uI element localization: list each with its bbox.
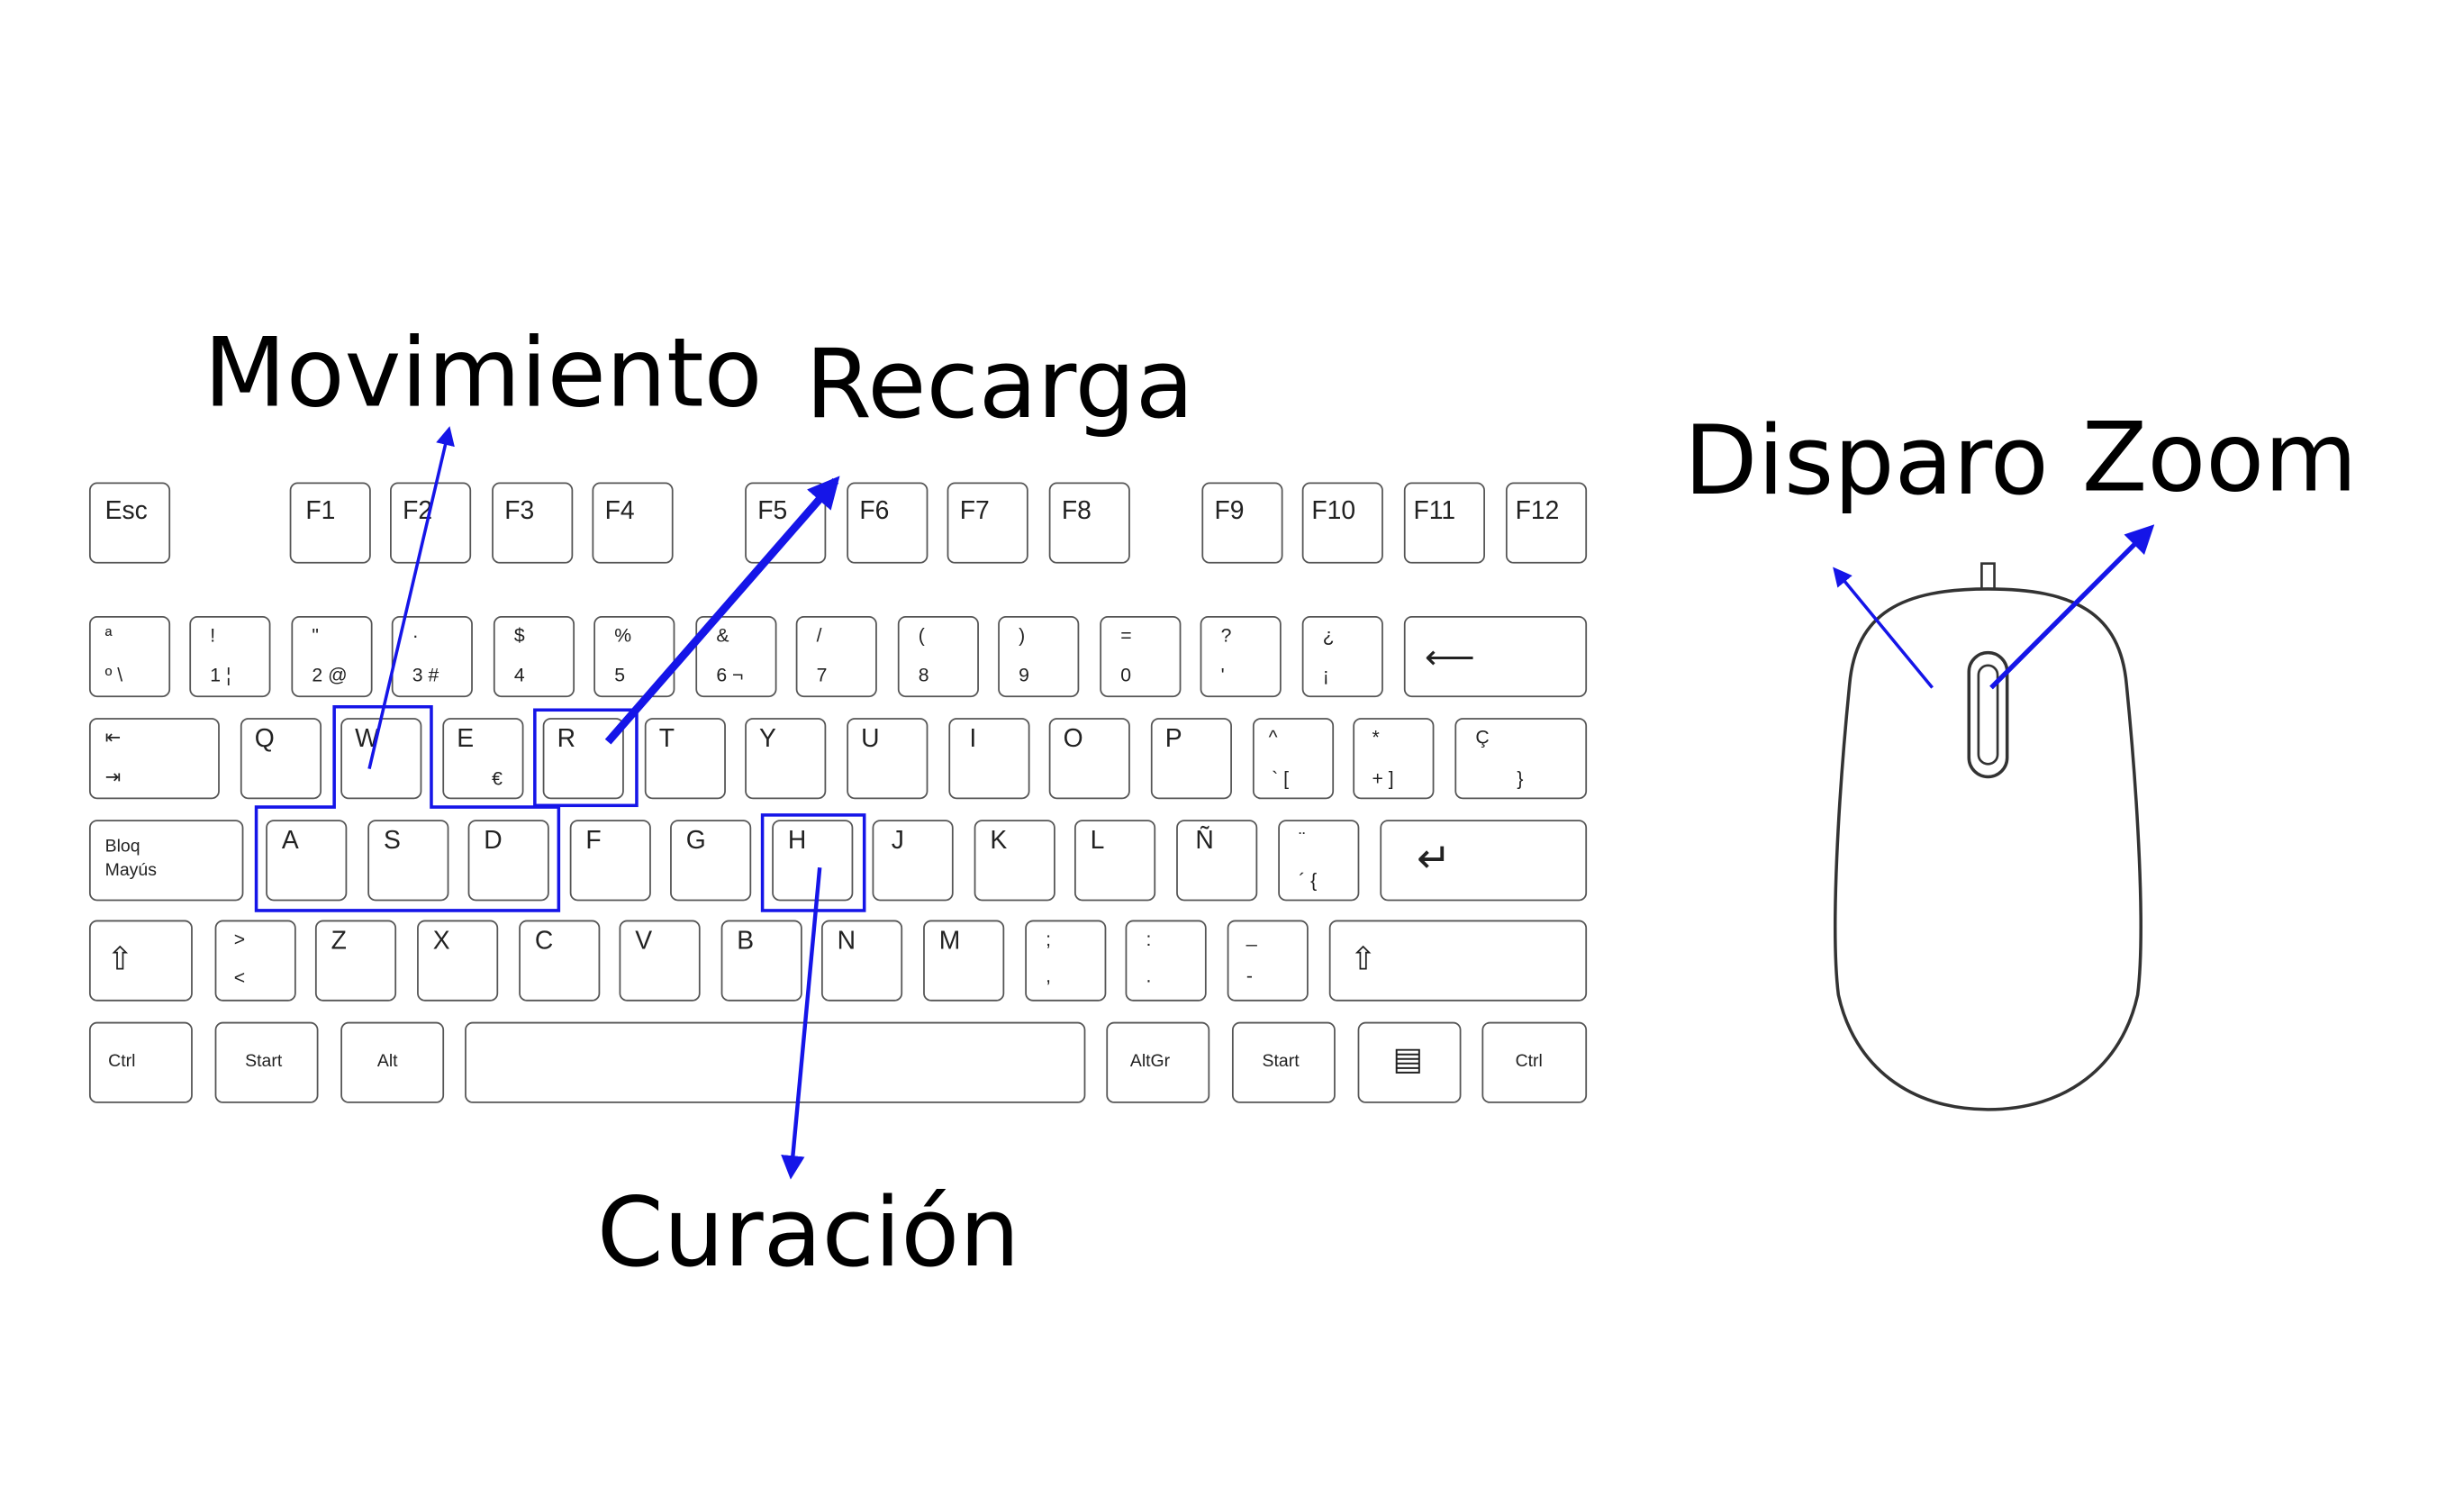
key-f9: F9 [1201,482,1283,564]
arrow-movimiento [367,426,455,770]
key-g: G [670,820,752,902]
key-s: S [367,820,449,902]
key-c-cedilla: Ç} [1454,718,1588,800]
key-shift-left: ⇧ [88,920,193,1002]
key-f7: F7 [947,482,1028,564]
key-comma: ;, [1025,920,1107,1002]
key-f6: F6 [847,482,929,564]
mouse-body [1834,587,2142,1111]
label-recarga: Recarga [805,329,1194,441]
key-backspace: ⟵ [1403,615,1588,698]
key-period: :. [1125,920,1207,1002]
key-less-than: >< [214,920,296,1002]
arrow-recarga [604,476,840,745]
key-n: N [820,920,903,1002]
key-minus: _- [1227,920,1309,1002]
key-f11: F11 [1403,482,1485,564]
key-7: /7 [795,615,877,698]
key-x: X [417,920,499,1002]
highlight-wasd [254,704,561,912]
key-f12: F12 [1505,482,1588,564]
key-w: W [340,718,422,800]
mouse [1834,562,2142,1111]
key-a: A [266,820,348,902]
key-esc: Esc [88,482,171,564]
key-9: )9 [998,615,1080,698]
key-r: R [542,718,624,800]
key-start-right: Start [1231,1021,1336,1103]
key-j: J [872,820,954,902]
key-y: Y [745,718,827,800]
key-8: (8 [897,615,979,698]
key-caps-lock: Bloq Mayús [88,820,244,902]
arrow-zoom [1989,524,2155,690]
key-grave: ^` [ [1252,718,1335,800]
label-zoom: Zoom [2081,403,2358,514]
key-e: E€ [442,718,524,800]
menu-icon: ▤ [1392,1042,1423,1078]
key-c: C [519,920,601,1002]
key-1: !1 ¦ [189,615,271,698]
key-z: Z [314,920,397,1002]
key-f1: F1 [289,482,371,564]
highlight-h-key [760,813,866,912]
key-p: P [1150,718,1232,800]
key-h: H [772,820,854,902]
key-3: ·3 # [391,615,473,698]
key-4: $4 [493,615,575,698]
key-ctrl-left: Ctrl [88,1021,193,1103]
highlight-r-key [533,708,639,808]
key-alt: Alt [340,1021,445,1103]
key-f8: F8 [1048,482,1130,564]
key-q: Q [240,718,322,800]
key-o: O [1048,718,1130,800]
key-altgr: AltGr [1106,1021,1210,1103]
key-enye: Ñ [1176,820,1258,902]
key-f: F [569,820,651,902]
key-f3: F3 [492,482,574,564]
key-m: M [923,920,1005,1002]
key-start-left: Start [214,1021,319,1103]
label-movimiento: Movimiento [204,318,763,431]
key-2: "2 @ [291,615,373,698]
key-menu: ▤ [1357,1021,1462,1103]
key-u: U [847,718,929,800]
key-t: T [644,718,726,800]
key-acute: ¨´ { [1278,820,1360,902]
key-i: I [948,718,1030,800]
key-b: B [720,920,802,1002]
key-v: V [619,920,701,1002]
label-curacion: Curación [596,1177,1020,1290]
key-space [465,1021,1086,1103]
arrow-curacion [781,867,822,1180]
arrow-disparo [1833,567,1934,689]
scroll-wheel-inner [1977,664,1999,766]
key-l: L [1073,820,1156,902]
key-plus: *+ ] [1353,718,1435,800]
key-apostrophe: ?' [1200,615,1282,698]
key-inverted-exclamation: ¿¡ [1301,615,1383,698]
label-disparo: Disparo [1683,405,2049,518]
key-ctrl-right: Ctrl [1481,1021,1588,1103]
key-shift-right: ⇧ [1328,920,1588,1002]
key-tab: ⇤⇥ [88,718,220,800]
key-f2: F2 [390,482,472,564]
key-f4: F4 [592,482,674,564]
key-d: D [467,820,549,902]
key-0: =0 [1100,615,1182,698]
key-k: K [974,820,1055,902]
key-f10: F10 [1301,482,1383,564]
key-enter: ↵ [1380,820,1588,902]
